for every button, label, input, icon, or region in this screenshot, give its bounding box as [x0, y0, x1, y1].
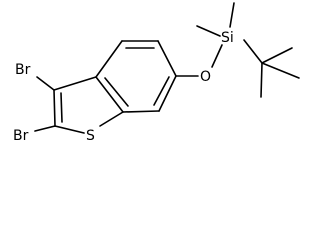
bond-si-methyl-left: [196, 25, 221, 37]
atom-sulfur: S: [86, 128, 95, 144]
atom-br-bottom: Br: [13, 128, 29, 144]
bond-c2-s: [54, 125, 85, 134]
bond-tbu-methyl-bottom: [260, 62, 263, 98]
bond-si-tbu: [243, 39, 263, 64]
bond-c7a-c3a: [95, 76, 124, 113]
bond-c2-br: [34, 125, 56, 132]
molecule-svg: Br Br S O Si: [13, 2, 300, 144]
atom-oxygen: O: [200, 69, 211, 85]
atom-br-top: Br: [15, 62, 31, 78]
bond-c5-c6: [157, 40, 177, 77]
bond-c3-c2: [53, 89, 56, 127]
bond-tbu-methyl-right: [261, 62, 300, 79]
bond-si-methyl-top: [229, 2, 235, 28]
bond-s-c7a: [99, 111, 124, 127]
bond-c3a-c4: [95, 40, 123, 78]
bond-c7-c7a: [122, 110, 160, 113]
atom-silicon: Si: [221, 30, 234, 46]
bond-c7a-c3a-inner: [104, 77, 129, 107]
bond-c3-c2-inner: [60, 92, 63, 123]
bond-c6-c7-inner: [153, 76, 170, 106]
bond-c3-br: [36, 76, 55, 91]
bond-o-si: [211, 44, 223, 68]
bond-tbu-methyl-top: [261, 47, 293, 64]
bond-c3a-c3: [53, 76, 97, 91]
bond-c6-c7: [158, 75, 177, 112]
molecule-diagram: Br Br S O Si: [13, 2, 300, 144]
